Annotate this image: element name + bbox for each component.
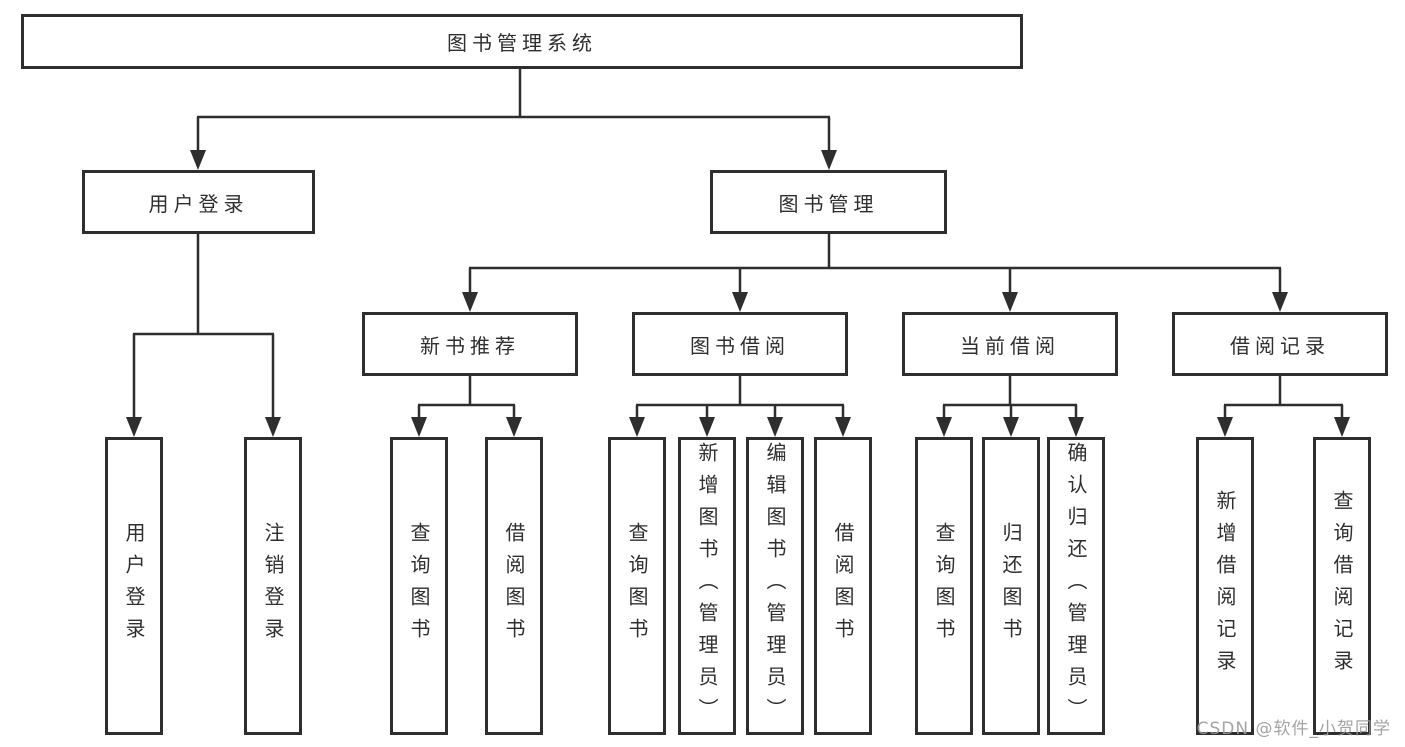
- leaf-user-login-label: 用户登录: [122, 522, 146, 650]
- node-new-book-recommend-label: 新书推荐: [420, 333, 520, 358]
- leaf-borrow-book: 借阅图书: [814, 437, 872, 735]
- leaf-confirm-return-admin-label: 确认归还（管理员）: [1064, 442, 1088, 730]
- node-borrow-records-label: 借阅记录: [1230, 333, 1330, 358]
- leaf-user-login: 用户登录: [105, 437, 163, 735]
- leaf-add-book-admin: 新增图书（管理员）: [678, 437, 736, 735]
- leaf-query-book-recommend-label: 查询图书: [407, 522, 431, 650]
- node-book-borrow-label: 图书借阅: [690, 333, 790, 358]
- leaf-edit-book-admin-label: 编辑图书（管理员）: [763, 442, 787, 730]
- node-user-login: 用户登录: [82, 170, 315, 234]
- leaf-logout-label: 注销登录: [261, 522, 285, 650]
- arrowheads-bookborrow-children: [629, 417, 851, 437]
- leaf-confirm-return-admin: 确认归还（管理员）: [1047, 437, 1105, 735]
- leaf-return-book: 归还图书: [982, 437, 1040, 735]
- node-current-borrow: 当前借阅: [902, 312, 1118, 376]
- leaf-borrow-book-label: 借阅图书: [831, 522, 855, 650]
- connector-root-to-level2: [196, 68, 831, 152]
- node-user-login-label: 用户登录: [148, 191, 249, 216]
- node-borrow-records: 借阅记录: [1172, 312, 1388, 376]
- leaf-edit-book-admin: 编辑图书（管理员）: [746, 437, 804, 735]
- connector-userlogin-children: [132, 234, 275, 421]
- leaf-query-book-borrow: 查询图书: [608, 437, 666, 735]
- node-book-management: 图书管理: [710, 170, 947, 234]
- node-system-root: 图书管理系统: [21, 14, 1023, 69]
- leaf-query-book-current: 查询图书: [915, 437, 973, 735]
- leaf-add-book-admin-label: 新增图书（管理员）: [695, 442, 719, 730]
- leaf-query-book-recommend: 查询图书: [390, 437, 448, 735]
- leaf-query-borrow-record: 查询借阅记录: [1313, 437, 1371, 735]
- arrowheads-level3: [462, 292, 1288, 312]
- leaf-return-book-label: 归还图书: [999, 522, 1023, 650]
- node-system-root-label: 图书管理系统: [447, 31, 597, 55]
- connector-bookmgmt-to-level3: [468, 234, 1282, 296]
- connector-curborrow-children: [942, 376, 1078, 421]
- connector-newrec-children: [417, 376, 516, 421]
- leaf-borrow-book-recommend: 借阅图书: [485, 437, 543, 735]
- leaf-add-borrow-record-label: 新增借阅记录: [1213, 490, 1237, 682]
- node-book-borrow: 图书借阅: [632, 312, 848, 376]
- leaf-borrow-book-recommend-label: 借阅图书: [502, 522, 526, 650]
- arrowheads-borrowrec-children: [1217, 417, 1350, 437]
- connector-borrowrec-children: [1223, 376, 1344, 421]
- arrowheads-curborrow-children: [936, 417, 1084, 437]
- leaf-add-borrow-record: 新增借阅记录: [1196, 437, 1254, 735]
- connector-bookborrow-children: [635, 376, 845, 421]
- node-book-management-label: 图书管理: [778, 191, 879, 216]
- leaf-logout: 注销登录: [244, 437, 302, 735]
- node-current-borrow-label: 当前借阅: [960, 333, 1060, 358]
- leaf-query-borrow-record-label: 查询借阅记录: [1330, 490, 1354, 682]
- arrowheads-newrec-children: [411, 417, 522, 437]
- arrowheads-userlogin-children: [126, 417, 281, 437]
- csdn-watermark: CSDN @软件_小贺同学: [1196, 719, 1391, 739]
- leaf-query-book-current-label: 查询图书: [932, 522, 956, 650]
- arrowheads-level2: [190, 150, 837, 170]
- leaf-query-book-borrow-label: 查询图书: [625, 522, 649, 650]
- node-new-book-recommend: 新书推荐: [362, 312, 578, 376]
